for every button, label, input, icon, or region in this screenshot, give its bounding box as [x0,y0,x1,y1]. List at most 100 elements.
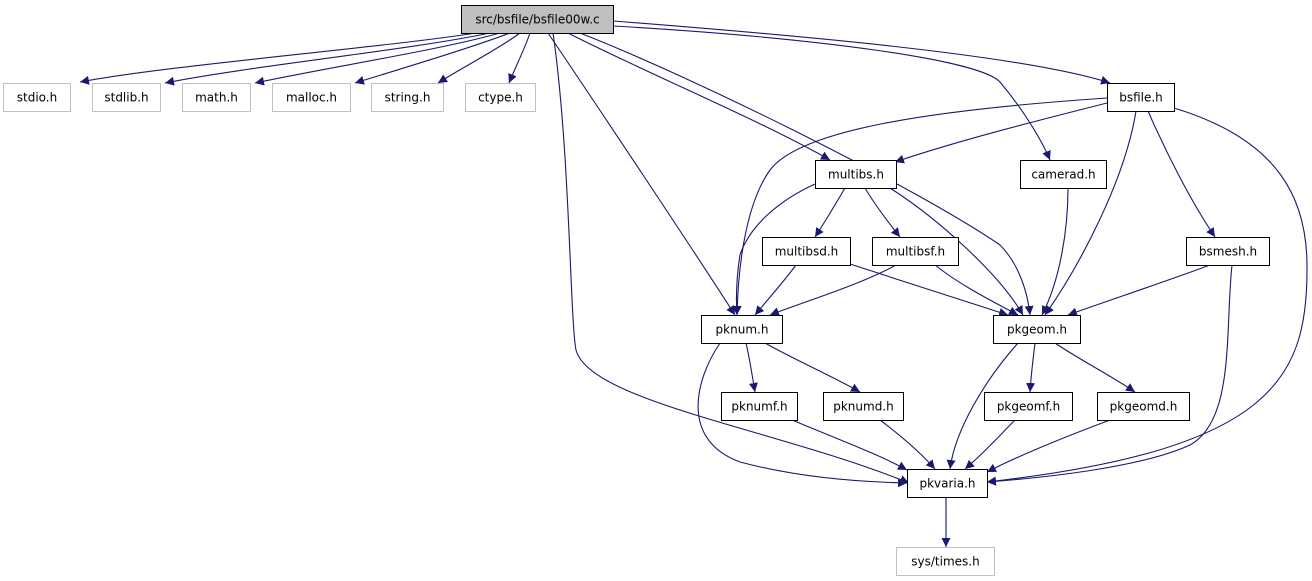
edge-multibsf-to-pknum [769,264,897,316]
edge-pkgeom-to-pkvaria [946,342,1019,470]
edge-multibs-to-pkgeom [889,187,1024,316]
edge-arrow [612,25,1051,161]
edge-arrow [437,32,521,84]
edge-arrow [849,263,1009,317]
edge-pknum-to-pknumd [764,342,861,393]
edge-arrow [934,264,1019,316]
edge-root-to-pkgeom [579,32,1034,316]
edge-root-to-bsfile [612,20,1111,85]
node-label: malloc.h [286,91,337,105]
node-box [1020,160,1107,189]
node-pkgeom[interactable]: pkgeom.h [993,315,1081,344]
node-label: math.h [195,91,238,105]
edge-arrow [1147,110,1216,238]
node-camerad[interactable]: camerad.h [1020,160,1107,189]
edge-root-to-multibs [567,32,831,161]
edge-multibsd-to-pknum [754,264,797,316]
node-box [815,160,897,189]
edge-pkgeomf-to-pkvaria [964,419,1016,470]
node-multibs[interactable]: multibs.h [815,160,897,189]
node-pknum[interactable]: pknum.h [701,315,783,344]
node-label: string.h [385,91,431,105]
edge-arrow [986,107,1308,486]
edge-pkgeomd-to-pkvaria [986,419,1111,473]
edge-bsfile-to-pkvaria [986,107,1308,486]
edge-root-to-camerad [612,25,1051,161]
node-box [907,469,988,498]
node-malloc: malloc.h [272,83,351,112]
node-box [371,83,444,112]
edge-bsfile-to-pknum [732,97,1108,316]
node-box [721,392,798,421]
node-label: pkvaria.h [919,477,975,491]
edge-arrow [1054,342,1136,393]
node-box [461,5,614,34]
edge-root-to-pkvaria [552,32,910,484]
node-string: string.h [371,83,444,112]
node-bsmesh[interactable]: bsmesh.h [1186,237,1270,266]
edge-bsfile-to-pkgeom [1044,110,1137,316]
node-label: multibsd.h [775,245,839,259]
node-multibsf[interactable]: multibsf.h [872,237,959,266]
node-systimes: sys/times.h [896,547,995,576]
edge-pknum-to-pknumf [745,342,758,393]
edge-arrow [764,342,861,393]
node-label: pkgeomd.h [1110,400,1178,414]
node-pkgeomf[interactable]: pkgeomf.h [984,392,1073,421]
node-box [762,237,851,266]
node-pknumd[interactable]: pknumd.h [823,392,904,421]
edge-root-to-stdlib [164,32,491,86]
node-label: src/bsfile/bsfile00w.c [475,13,599,27]
edge-multibsf-to-pkgeom [934,264,1019,316]
edge-arrow [864,187,901,238]
edge-arrow [1044,110,1137,316]
edge-arrow [1026,342,1036,393]
edge-arrow [567,32,831,161]
node-box [272,83,351,112]
node-label: camerad.h [1031,168,1095,182]
node-box [92,83,161,112]
node-multibsd[interactable]: multibsd.h [762,237,851,266]
edge-pkgeom-to-pkgeomd [1054,342,1136,393]
node-pkgeomd[interactable]: pkgeomd.h [1097,392,1190,421]
edge-arrow [612,20,1111,85]
edge-root-to-string [437,32,521,84]
edge-multibsd-to-pkgeom [849,263,1009,317]
node-box [1186,237,1270,266]
edge-root-to-pknum [547,32,736,316]
node-label: sys/times.h [911,555,979,569]
edge-pknumf-to-pkvaria [791,419,908,471]
edge-arrow [946,342,1019,470]
edge-root-to-ctype [508,32,531,84]
edge-bsfile-to-multibs [894,102,1108,164]
edge-arrow [889,187,1024,316]
edge-arrow [579,32,1034,316]
node-label: pknumf.h [731,400,787,414]
node-box [823,392,904,421]
edge-arrow [769,264,897,316]
node-label: multibs.h [828,168,884,182]
node-box [1097,392,1190,421]
node-stdio: stdio.h [3,83,71,112]
node-ctype: ctype.h [465,83,536,112]
edge-arrow [254,32,501,86]
edge-arrow [745,342,758,393]
node-label: pkgeomf.h [997,400,1060,414]
node-pknumf[interactable]: pknumf.h [721,392,798,421]
node-box [984,392,1073,421]
edge-arrow [964,419,1016,470]
edge-arrow [508,32,531,84]
node-pkvaria[interactable]: pkvaria.h [907,469,988,498]
node-box [701,315,783,344]
edge-arrow [697,342,908,488]
edge-arrow [552,32,910,484]
node-label: bsfile.h [1119,91,1163,105]
node-box [993,315,1081,344]
node-bsfile[interactable]: bsfile.h [1107,83,1175,112]
edge-arrow [814,187,846,238]
edge-arrow [986,264,1233,486]
edge-multibs-to-multibsd [814,187,846,238]
edge-arrow [547,32,736,316]
edge-arrow [732,97,1108,316]
